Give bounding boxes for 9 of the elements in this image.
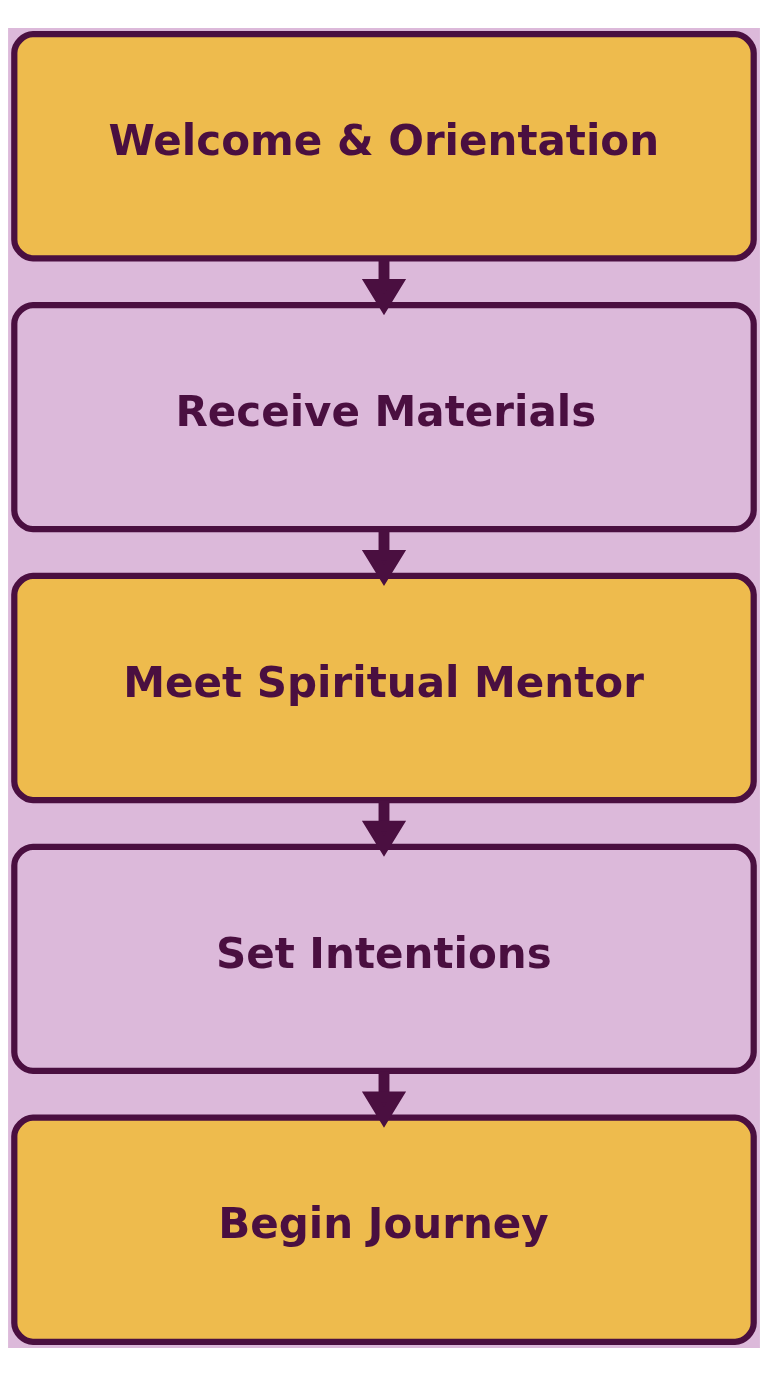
node-box: Receive Materials — [11, 301, 757, 533]
arrow — [361, 259, 407, 316]
node-box: Welcome & Orientation — [11, 31, 757, 262]
arrow — [361, 1071, 407, 1128]
node-box: Meet Spiritual Mentor — [11, 572, 757, 804]
arrow — [361, 529, 407, 586]
node-box: Begin Journey — [11, 1114, 757, 1345]
arrow — [361, 800, 407, 857]
node-box: Set Intentions — [11, 843, 757, 1075]
